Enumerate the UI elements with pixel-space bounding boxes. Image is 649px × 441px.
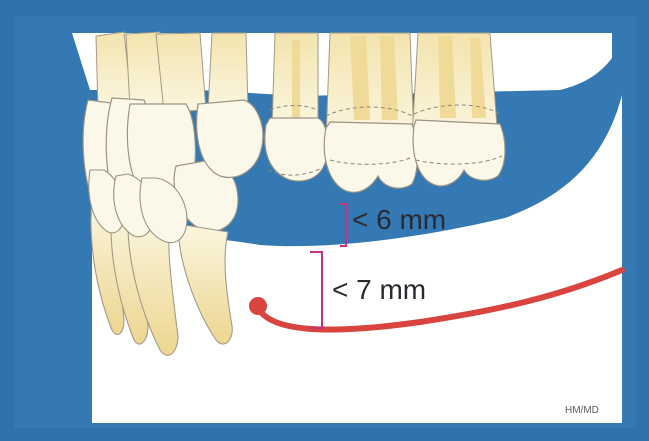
measure-label-upper: < 6 mm [352, 204, 446, 235]
measure-label-lower: < 7 mm [332, 274, 426, 305]
mental-foramen [249, 297, 267, 315]
credit-label: HM/MD [565, 405, 599, 416]
